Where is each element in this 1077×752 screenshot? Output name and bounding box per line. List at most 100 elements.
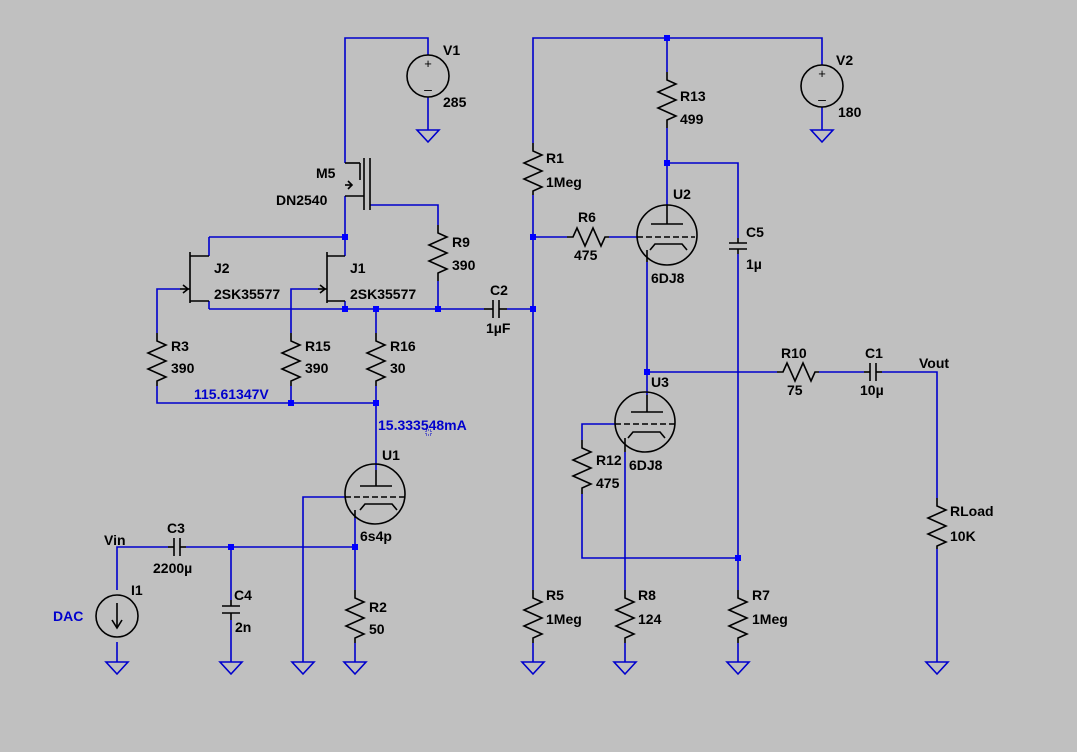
ground-icon: [290, 661, 316, 676]
V1-name: V1: [443, 42, 460, 58]
capacitor-C4-symbol: [222, 600, 240, 620]
R7-name: R7: [752, 587, 770, 603]
capacitor-C5-symbol: [729, 238, 747, 254]
R8-value: 124: [638, 611, 662, 627]
C3-name: C3: [167, 520, 185, 536]
ground-icon: [725, 661, 751, 676]
resistor-R2-symbol: [344, 590, 366, 643]
vin-net-label: Vin: [104, 532, 126, 548]
R16-value: 30: [390, 360, 406, 376]
J2-name: J2: [214, 260, 230, 276]
voltage-source-V2-symbol: + –: [800, 64, 844, 108]
C5-name: C5: [746, 224, 764, 240]
R16-name: R16: [390, 338, 416, 354]
current-probe-readout: 15.333548mA: [378, 417, 467, 433]
M5-value: DN2540: [276, 192, 328, 208]
R2-value: 50: [369, 621, 385, 637]
resistor-R15-symbol: [280, 333, 302, 386]
resistor-R8-symbol: [614, 590, 636, 643]
RLoad-name: RLoad: [950, 503, 994, 519]
I1-value: DAC: [53, 608, 83, 624]
grounds: [104, 129, 950, 676]
ground-icon: [218, 661, 244, 676]
voltage-source-V1-symbol: + –: [406, 54, 450, 98]
resistor-RLoad-symbol: [926, 498, 948, 549]
ground-icon: [342, 661, 368, 676]
current-source-I1-symbol: [95, 594, 139, 638]
ground-icon: [809, 129, 835, 144]
capacitor-C1-symbol: [864, 363, 882, 381]
R9-value: 390: [452, 257, 476, 273]
C4-value: 2n: [235, 619, 251, 635]
svg-text:–: –: [424, 81, 432, 97]
capacitor-C2-symbol: [484, 300, 507, 318]
labels: V1 285 V2 180 M5 DN2540 J2 2SK35577 J1 2…: [53, 42, 994, 637]
resistor-R10-symbol: [777, 361, 819, 383]
resistors: [146, 72, 948, 643]
mosfet-M5-symbol: [345, 158, 371, 210]
tube-U3-symbol: [614, 391, 676, 453]
ground-icon: [924, 661, 950, 676]
capacitor-C3-symbol: [168, 538, 186, 556]
C3-value: 2200µ: [153, 560, 192, 576]
V2-value: 180: [838, 104, 862, 120]
svg-text:+: +: [818, 66, 826, 81]
C4-name: C4: [234, 587, 252, 603]
sources: + – + –: [95, 54, 844, 638]
ground-icon: [612, 661, 638, 676]
resistor-R7-symbol: [727, 590, 749, 643]
R15-value: 390: [305, 360, 329, 376]
C1-name: C1: [865, 345, 883, 361]
R1-name: R1: [546, 150, 564, 166]
resistor-R16-symbol: [365, 333, 387, 386]
R15-name: R15: [305, 338, 331, 354]
U1-name: U1: [382, 447, 400, 463]
resistor-R12-symbol: [571, 440, 593, 494]
R5-value: 1Meg: [546, 611, 582, 627]
vout-net-label: Vout: [919, 355, 949, 371]
tube-U2-symbol: [636, 204, 698, 266]
R8-name: R8: [638, 587, 656, 603]
resistor-R13-symbol: [656, 72, 678, 128]
U3-value: 6DJ8: [629, 457, 663, 473]
R7-value: 1Meg: [752, 611, 788, 627]
R2-name: R2: [369, 599, 387, 615]
U3-name: U3: [651, 374, 669, 390]
R6-value: 475: [574, 247, 598, 263]
C2-value: 1µF: [486, 320, 511, 336]
jfet-J2-symbol: [180, 252, 209, 303]
RLoad-value: 10K: [950, 528, 976, 544]
R12-name: R12: [596, 452, 622, 468]
tube-U1-symbol: [344, 463, 406, 525]
R13-value: 499: [680, 111, 704, 127]
svg-text:–: –: [818, 91, 826, 107]
ground-icon: [104, 661, 130, 676]
U2-name: U2: [673, 186, 691, 202]
C5-value: 1µ: [746, 256, 762, 272]
resistor-R3-symbol: [146, 333, 168, 386]
R1-value: 1Meg: [546, 174, 582, 190]
J1-value: 2SK35577: [350, 286, 416, 302]
resistor-R1-symbol: [522, 143, 544, 195]
R12-value: 475: [596, 475, 620, 491]
R3-value: 390: [171, 360, 195, 376]
R6-name: R6: [578, 209, 596, 225]
J1-name: J1: [350, 260, 366, 276]
R13-name: R13: [680, 88, 706, 104]
ground-icon: [520, 661, 546, 676]
R3-name: R3: [171, 338, 189, 354]
U2-value: 6DJ8: [651, 270, 685, 286]
U1-value: 6s4p: [360, 528, 392, 544]
resistor-R5-symbol: [522, 590, 544, 643]
C1-value: 10µ: [860, 382, 884, 398]
svg-text:+: +: [424, 56, 432, 71]
junctions: [228, 35, 741, 561]
capacitors: [168, 238, 882, 620]
resistor-R9-symbol: [427, 225, 449, 281]
R10-value: 75: [787, 382, 803, 398]
R10-name: R10: [781, 345, 807, 361]
R5-name: R5: [546, 587, 564, 603]
J2-value: 2SK35577: [214, 286, 280, 302]
wires: [116, 37, 938, 662]
